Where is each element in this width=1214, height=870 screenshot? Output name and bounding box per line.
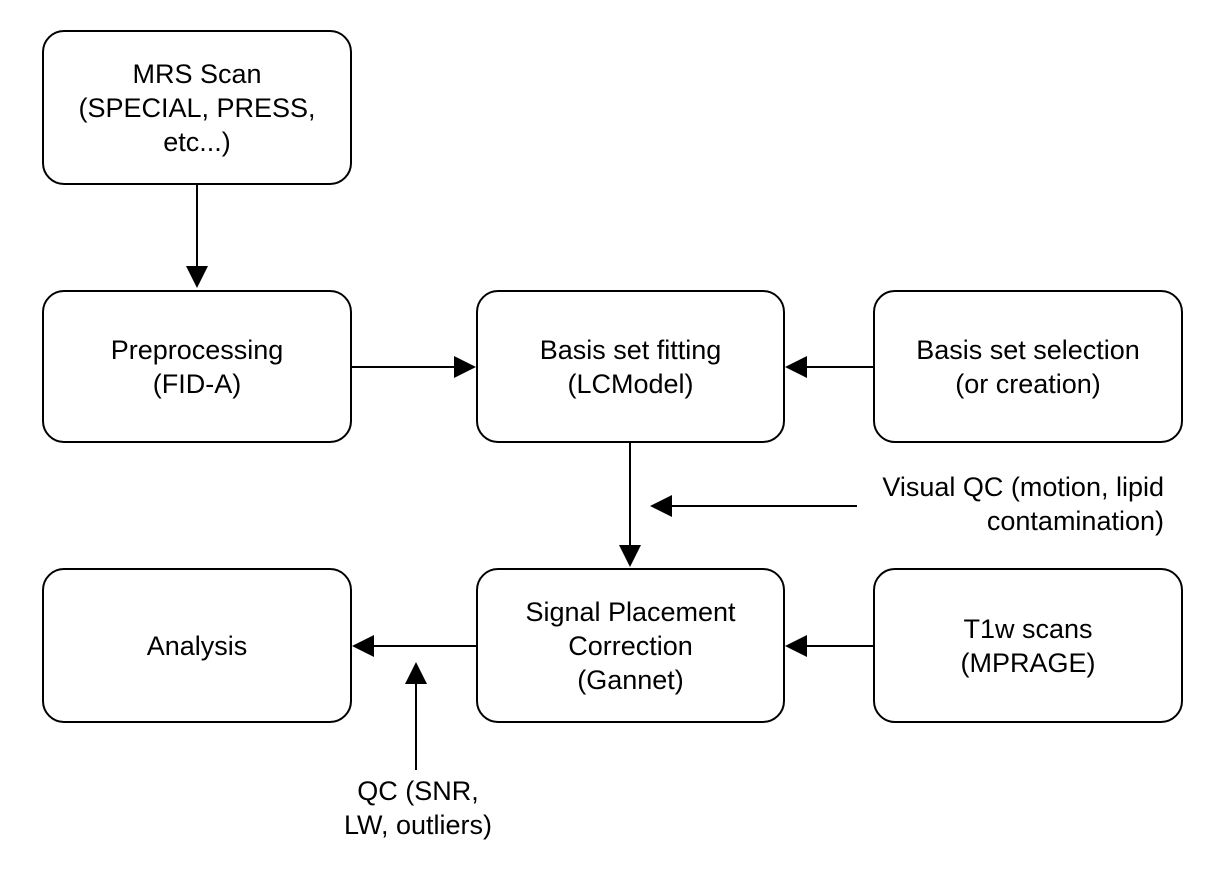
node-preprocessing: Preprocessing (FID-A): [42, 290, 352, 443]
arrow-correction-to-analysis: [352, 635, 476, 657]
arrow-preprocessing-to-fitting: [352, 356, 476, 378]
annotation-qc: QC (SNR, LW, outliers): [343, 776, 493, 840]
node-mrs-scan: MRS Scan (SPECIAL, PRESS, etc...): [42, 30, 352, 185]
node-basis-set-selection: Basis set selection (or creation): [873, 290, 1183, 443]
node-t1w-scans: T1w scans (MPRAGE): [873, 568, 1183, 723]
annotation-visual-qc: Visual QC (motion, lipid contamination): [882, 472, 1164, 536]
arrow-selection-to-fitting: [785, 356, 873, 378]
node-signal-placement-correction: Signal Placement Correction (Gannet): [476, 568, 785, 723]
node-analysis: Analysis: [42, 568, 352, 723]
arrow-qc: [405, 662, 427, 770]
arrow-mrs-to-preprocessing: [186, 185, 208, 288]
arrow-visual-qc: [650, 495, 857, 517]
node-basis-set-fitting: Basis set fitting (LCModel): [476, 290, 785, 443]
arrow-fitting-to-correction: [619, 443, 641, 567]
arrow-t1w-to-correction: [785, 635, 873, 657]
